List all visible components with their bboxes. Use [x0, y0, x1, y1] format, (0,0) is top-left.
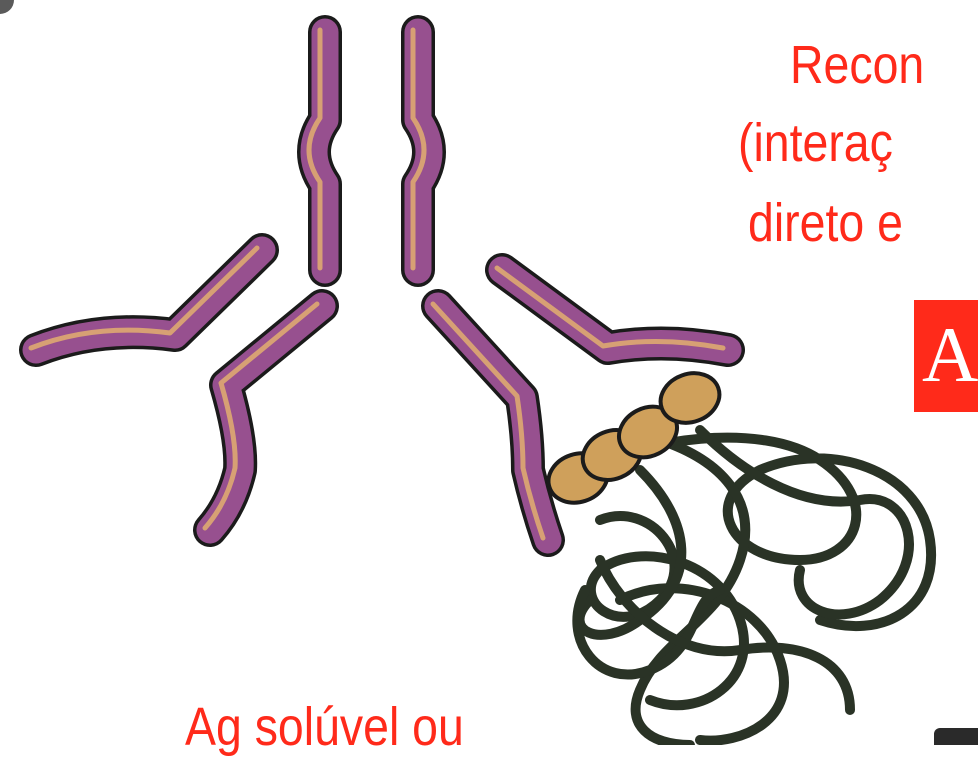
- light-chain-right-body: [502, 270, 728, 350]
- recognition-text-line3: direto e: [748, 196, 903, 250]
- heavy-chain-left-hinge: [309, 30, 325, 270]
- recognition-text-line1: Recon: [790, 38, 924, 92]
- heavy-chain-right-hinge: [413, 30, 429, 270]
- light-chain-left: [31, 248, 262, 350]
- antigen-label: Ag solúvel ou: [185, 700, 464, 754]
- heavy-chain-left-arm: [205, 304, 322, 530]
- heavy-chain-right-arm: [433, 304, 548, 540]
- light-chain-right: [497, 268, 728, 350]
- bottom-edge-mark: [934, 728, 978, 745]
- red-label-badge: A: [914, 300, 978, 412]
- badge-letter: A: [922, 316, 978, 394]
- antigen-coil: [577, 430, 931, 745]
- recognition-text-line2: (interaç: [738, 116, 893, 170]
